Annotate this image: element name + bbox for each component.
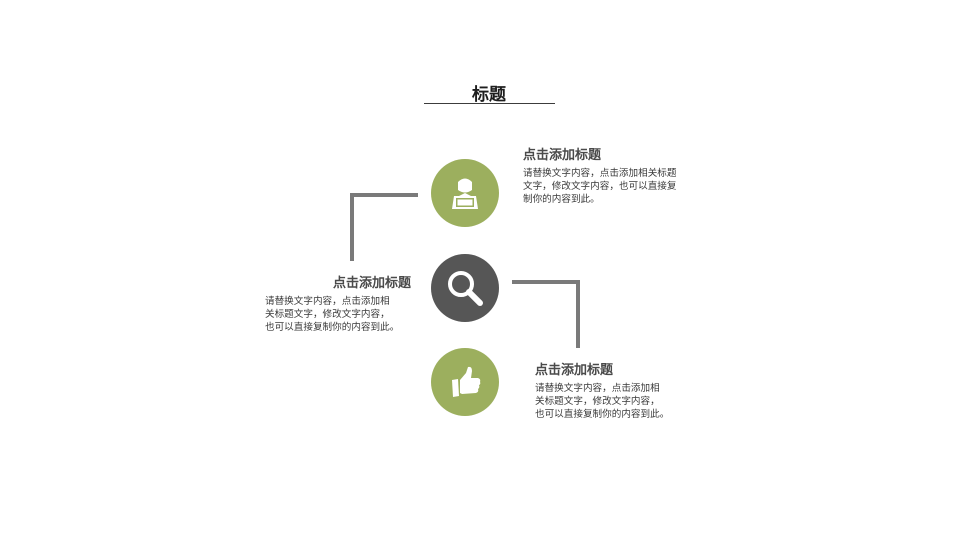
user-circle (431, 159, 499, 227)
connector-top-left-vertical (350, 193, 354, 261)
thumbs-up-icon (452, 366, 481, 397)
block-body: 请替换文字内容，点击添加相 关标题文字，修改文字内容， 也可以直接复制你的内容到… (265, 296, 400, 333)
block-body: 请替换文字内容，点击添加相 关标题文字，修改文字内容， 也可以直接复制你的内容到… (535, 383, 670, 420)
block-heading: 点击添加标题 (332, 276, 411, 291)
text-block-middle-left: 点击添加标题 请替换文字内容，点击添加相 关标题文字，修改文字内容， 也可以直接… (265, 272, 411, 334)
title-underline (424, 103, 555, 104)
user-laptop-icon (452, 178, 478, 209)
connector-middle-right-vertical (576, 280, 580, 348)
connector-top-left-horizontal (350, 193, 418, 197)
search-icon (448, 271, 483, 306)
block-heading: 点击添加标题 (523, 148, 602, 163)
like-circle (431, 348, 499, 416)
block-body: 请替换文字内容，点击添加相关标题 文字，修改文字内容，也可以直接复 制你的内容到… (523, 168, 677, 205)
page-title: 标题 (472, 85, 506, 105)
text-block-bottom-right: 点击添加标题 请替换文字内容，点击添加相 关标题文字，修改文字内容， 也可以直接… (535, 359, 669, 421)
text-block-top-right: 点击添加标题 请替换文字内容，点击添加相关标题 文字，修改文字内容，也可以直接复… (523, 144, 677, 206)
block-heading: 点击添加标题 (535, 363, 614, 378)
connector-middle-right-horizontal (512, 280, 580, 284)
search-circle (431, 254, 499, 322)
